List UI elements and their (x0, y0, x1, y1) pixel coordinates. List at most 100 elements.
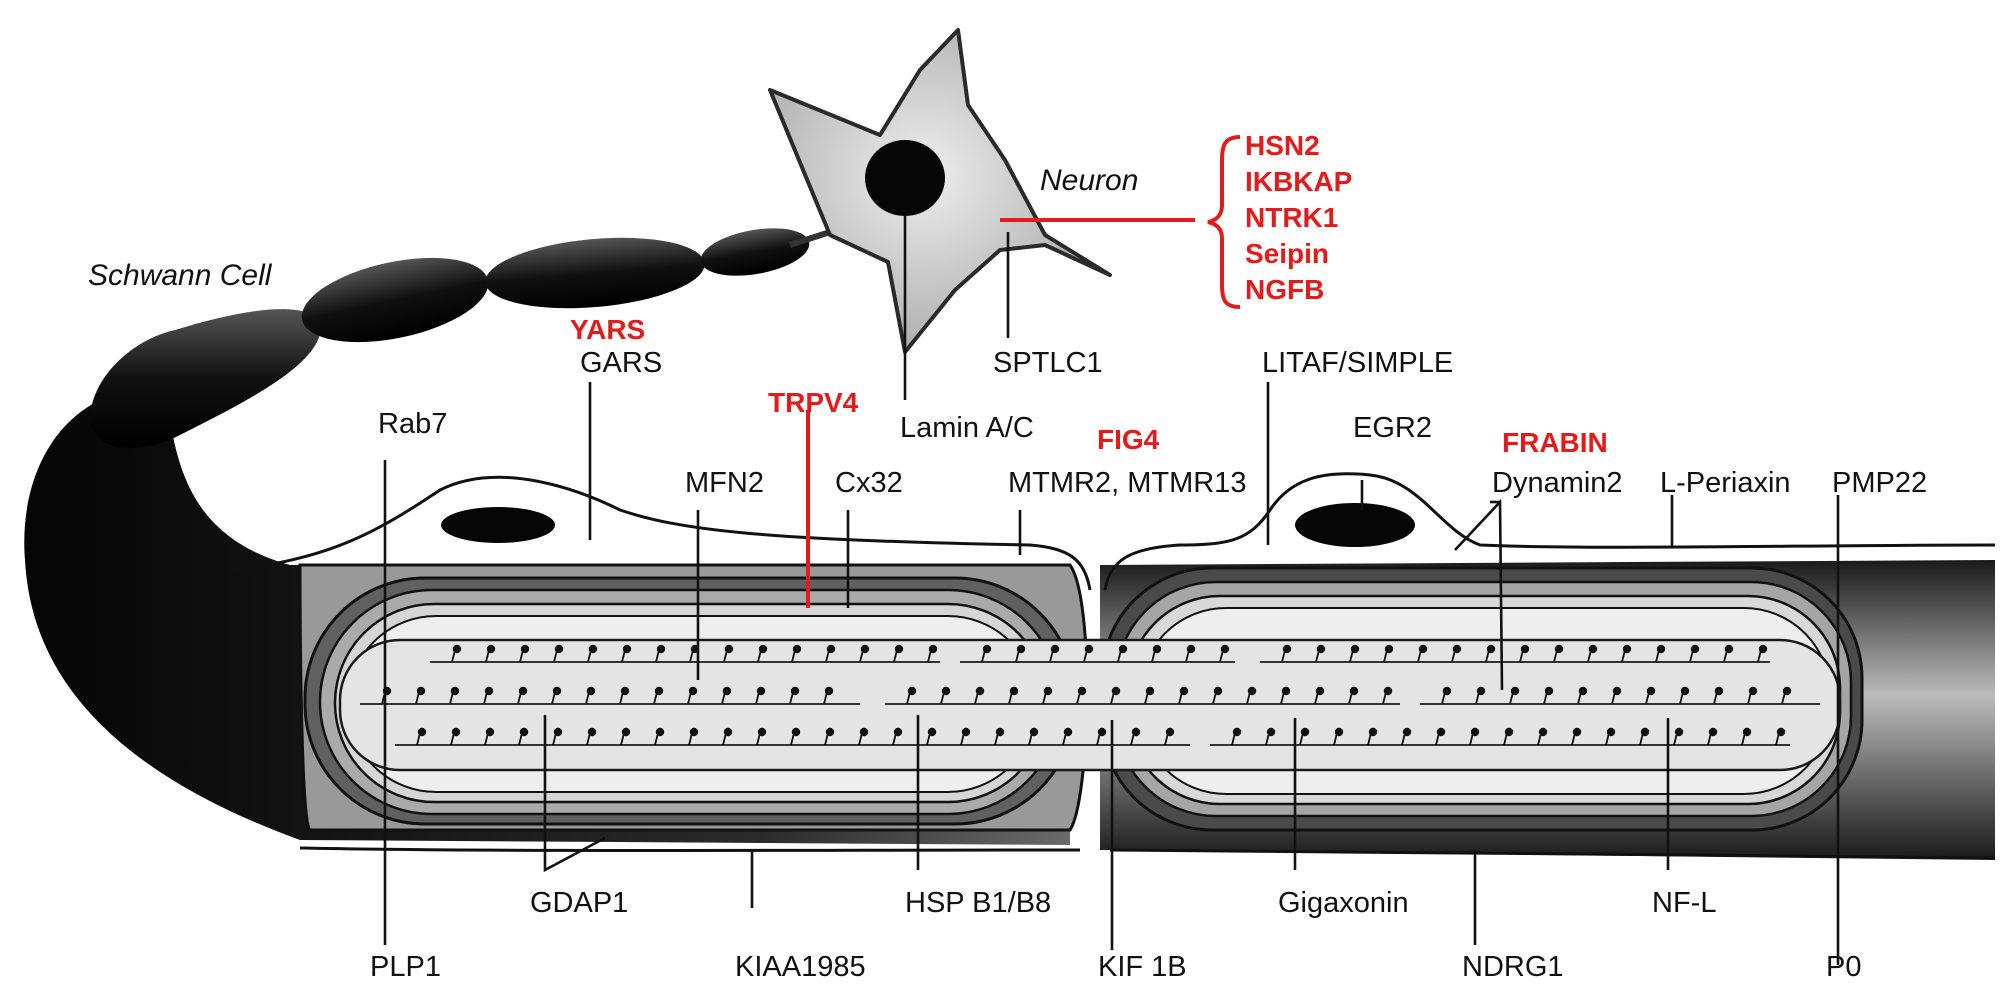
schwann-nucleus-left (441, 507, 555, 543)
filament-marker-dot (1213, 686, 1223, 696)
label-rab7: Rab7 (378, 408, 447, 440)
filament-dots (381, 644, 1792, 746)
filament-marker-dot (1606, 727, 1616, 737)
filament-marker-dot (620, 686, 630, 696)
filament-marker-dot (450, 686, 460, 696)
filament-marker-dot (520, 644, 530, 654)
filament-marker-dot (1742, 727, 1752, 737)
gene-brace (1207, 135, 1241, 309)
filament-marker-dot (756, 686, 766, 696)
label-lamin-ac: Lamin A/C (900, 412, 1034, 444)
filament-marker-dot (1452, 644, 1462, 654)
label-kif-1b: KIF 1B (1098, 951, 1187, 983)
label-kiaa1985: KIAA1985 (735, 951, 866, 983)
label-cx32: Cx32 (835, 467, 903, 499)
filament-marker-dot (995, 727, 1005, 737)
filament-marker-dot (1384, 644, 1394, 654)
neuron-nucleus (865, 140, 945, 216)
filament-marker-dot (1266, 727, 1276, 737)
filament-marker-dot (790, 686, 800, 696)
filament-marker-dot (656, 644, 666, 654)
filament-marker-dot (1538, 727, 1548, 737)
filament-marker-dot (975, 686, 985, 696)
leader-lines (383, 215, 1840, 965)
filament-marker-dot (1470, 727, 1480, 737)
filament-marker-dot (1077, 686, 1087, 696)
label-mtmr: MTMR2, MTMR13 (1008, 467, 1246, 499)
filament-marker-dot (1063, 727, 1073, 737)
filament-marker-dot (1050, 644, 1060, 654)
gene-seipin: Seipin (1245, 238, 1329, 269)
filament-marker-dot (1349, 686, 1359, 696)
label-nf-l: NF-L (1652, 887, 1716, 919)
filament-marker-dot (1442, 686, 1452, 696)
filament-marker-dot (1588, 644, 1598, 654)
cytoskeleton-filaments (360, 661, 1820, 746)
label-p0: P0 (1826, 951, 1861, 983)
filament-marker-dot (1009, 686, 1019, 696)
label-hsp-b1-b8: HSP B1/B8 (905, 887, 1051, 919)
filament-marker-dot (982, 644, 992, 654)
filament-marker-dot (1220, 644, 1230, 654)
filament-marker-dot (1724, 644, 1734, 654)
filament-marker-dot (1315, 686, 1325, 696)
filament-marker-dot (486, 644, 496, 654)
filament-marker-dot (907, 686, 917, 696)
filament-marker-dot (554, 644, 564, 654)
label-mfn2: MFN2 (685, 467, 764, 499)
filament-marker-dot (1776, 727, 1786, 737)
filament-marker-dot (1350, 644, 1360, 654)
label-gars: GARS (580, 347, 662, 379)
filament-marker-dot (825, 727, 835, 737)
filament-marker-dot (792, 644, 802, 654)
myelin-segments (90, 228, 831, 449)
filament-marker-dot (1111, 686, 1121, 696)
filament-marker-dot (1708, 727, 1718, 737)
filament-marker-dot (1572, 727, 1582, 737)
filament-marker-dot (1281, 686, 1291, 696)
filament-marker-dot (1097, 727, 1107, 737)
filament-marker-dot (688, 686, 698, 696)
schwann-cell-label: Schwann Cell (88, 259, 273, 292)
filament-marker-dot (1504, 727, 1514, 737)
label-gigaxonin: Gigaxonin (1278, 887, 1409, 919)
filament-marker-dot (1714, 686, 1724, 696)
filament-marker-dot (519, 727, 529, 737)
label-frabin: FRABIN (1502, 427, 1608, 458)
label-yars: YARS (570, 314, 645, 345)
filament-marker-dot (961, 727, 971, 737)
filament-marker-dot (722, 686, 732, 696)
filament-marker-dot (1758, 644, 1768, 654)
filament-marker-dot (894, 644, 904, 654)
neuron-gene-list: HSN2 IKBKAP NTRK1 Seipin NGFB (1245, 130, 1352, 305)
label-dynamin2: Dynamin2 (1492, 467, 1623, 499)
filament-marker-dot (1554, 644, 1564, 654)
filament-marker-dot (1674, 727, 1684, 737)
filament-marker-dot (1084, 644, 1094, 654)
filament-marker-dot (655, 727, 665, 737)
filament-marker-dot (1368, 727, 1378, 737)
filament-marker-dot (1622, 644, 1632, 654)
filament-marker-dot (485, 727, 495, 737)
filament-marker-dot (1436, 727, 1446, 737)
filament-marker-dot (622, 644, 632, 654)
label-egr2: EGR2 (1353, 412, 1432, 444)
filament-marker-dot (1690, 644, 1700, 654)
filament-marker-dot (1402, 727, 1412, 737)
filament-marker-dot (1316, 644, 1326, 654)
schwann-membrane-right (1103, 472, 1996, 591)
filament-marker-dot (1520, 644, 1530, 654)
label-plp1: PLP1 (370, 951, 441, 983)
filament-marker-dot (553, 727, 563, 737)
filament-marker-dot (1578, 686, 1588, 696)
filament-marker-dot (451, 727, 461, 737)
filament-marker-dot (824, 686, 834, 696)
filament-marker-dot (417, 727, 427, 737)
schwann-nucleus-right (1295, 503, 1415, 547)
filament-marker-dot (1418, 644, 1428, 654)
filament-marker-dot (588, 644, 598, 654)
filament-marker-dot (416, 686, 426, 696)
filament-marker-dot (1640, 727, 1650, 737)
